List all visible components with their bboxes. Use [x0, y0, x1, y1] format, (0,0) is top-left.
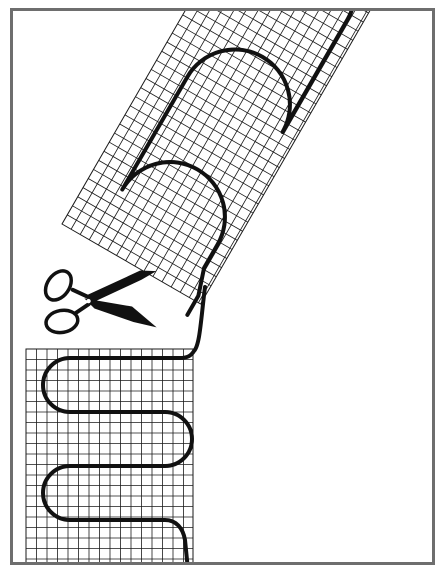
diagram-content: [26, 0, 431, 568]
scissors-blade-upper: [84, 265, 159, 304]
lower-mat: [26, 349, 193, 568]
upper-mat: [54, 0, 431, 318]
upper-mat-grid-line: [235, 0, 374, 4]
lower-mat-mesh: [26, 349, 193, 568]
scissors-handle-upper: [40, 266, 76, 305]
scissors-handle-link-lower: [74, 304, 90, 313]
